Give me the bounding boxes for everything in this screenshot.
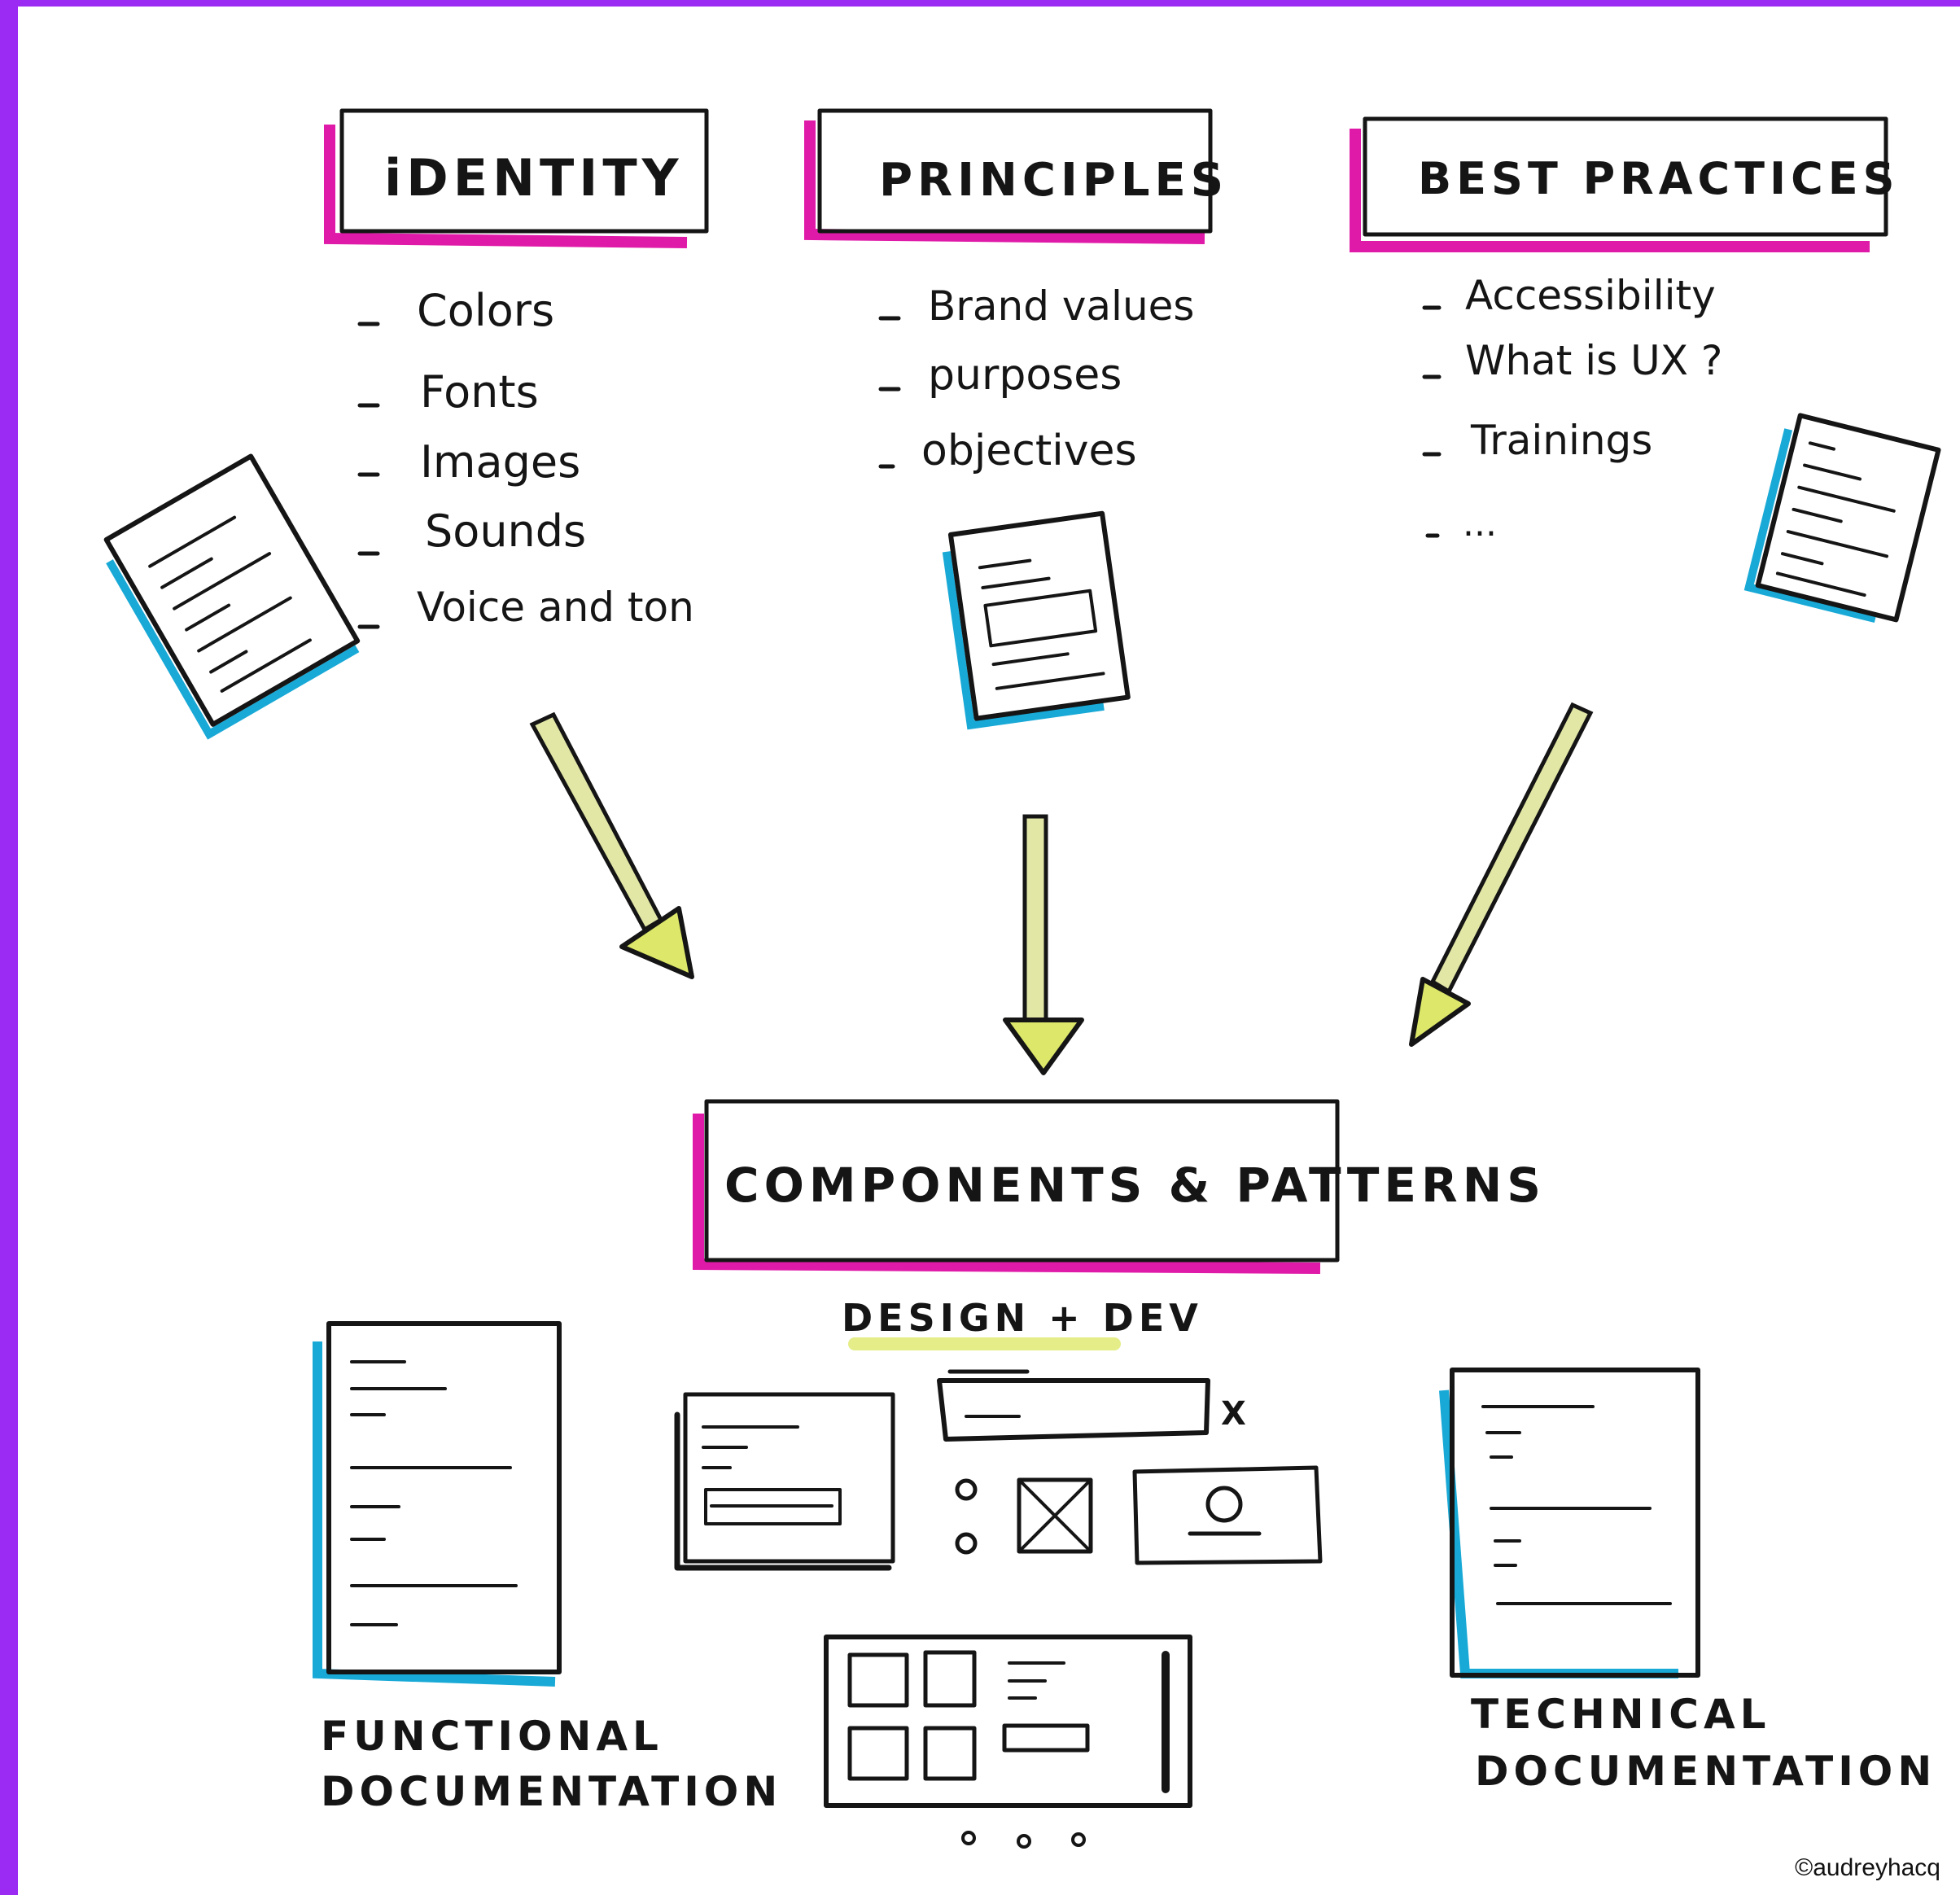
list-item: Fonts: [420, 366, 539, 418]
list-item: Images: [420, 436, 580, 488]
diagram: iDENTITY PRINCIPLES BEST PRACTICES Color…: [103, 108, 1941, 1849]
arrow-down-icon: [1409, 702, 1594, 1047]
tablet-sketch: [824, 1635, 1192, 1849]
credit: ©audreyhacq: [1795, 1854, 1940, 1881]
principles-box: PRINCIPLES: [804, 108, 1228, 244]
best-practices-box: BEST PRACTICES: [1350, 116, 1900, 252]
technical-label-line1: TECHNICAL: [1471, 1691, 1771, 1738]
subtitle-highlight: [848, 1337, 1121, 1350]
list-item: Colors: [417, 285, 554, 336]
best-practices-list: Accessibility What is UX ? Trainings ...: [1422, 272, 1722, 545]
identity-box: iDENTITY: [324, 108, 709, 248]
list-item: Sounds: [425, 505, 586, 557]
list-item: ...: [1463, 503, 1497, 545]
technical-label-line2: DOCUMENTATION: [1475, 1748, 1936, 1795]
document-icon: [103, 453, 361, 740]
list-item: Voice and ton: [417, 584, 694, 631]
identity-list: Colors Fonts Images Sounds Voice and ton: [357, 285, 694, 631]
search-input-sketch: X: [937, 1378, 1251, 1442]
best-practices-title: BEST PRACTICES: [1418, 153, 1900, 204]
avatar-icon: [1205, 1486, 1243, 1523]
technical-documentation-doc: [1439, 1368, 1700, 1678]
functional-label-line2: DOCUMENTATION: [321, 1768, 782, 1815]
avatar-card: [1132, 1465, 1323, 1565]
sketchnote-canvas: iDENTITY PRINCIPLES BEST PRACTICES Color…: [18, 7, 1960, 1895]
card-component: [674, 1392, 895, 1571]
identity-title: iDENTITY: [384, 148, 684, 208]
list-item: Brand values: [928, 282, 1194, 330]
principles-list: Brand values purposes objectives: [878, 282, 1194, 475]
list-item: Accessibility: [1465, 272, 1716, 319]
functional-label-line1: FUNCTIONAL: [321, 1713, 663, 1760]
components-patterns-title: COMPONENTS & PATTERNS: [724, 1158, 1546, 1213]
list-item: What is UX ?: [1465, 337, 1722, 384]
list-item: Trainings: [1470, 417, 1652, 464]
arrow-down-icon: [1003, 814, 1084, 1075]
list-item: objectives: [921, 427, 1137, 475]
functional-documentation-doc: [313, 1321, 562, 1687]
document-icon: [942, 510, 1131, 730]
image-placeholder-icon: [1017, 1477, 1093, 1554]
list-item: purposes: [928, 351, 1122, 400]
components-patterns-box: COMPONENTS & PATTERNS: [693, 1099, 1546, 1274]
radio-icon: [955, 1478, 978, 1555]
close-icon: X: [1221, 1395, 1251, 1433]
principles-title: PRINCIPLES: [879, 154, 1228, 207]
arrow-down-icon: [529, 711, 694, 979]
design-dev-subtitle: DESIGN + DEV: [842, 1296, 1203, 1340]
document-icon: [1743, 413, 1941, 624]
